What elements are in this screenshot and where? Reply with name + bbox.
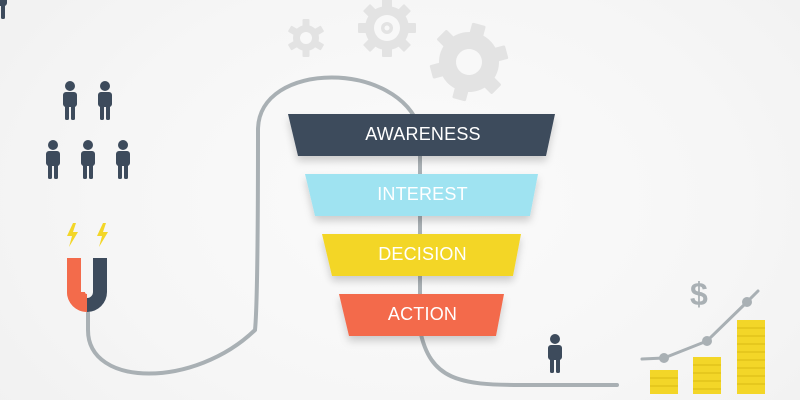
audience-group-icon (0, 0, 130, 179)
gear-icon-large (429, 22, 509, 102)
magnet-icon (67, 258, 107, 312)
funnel-band-action (339, 294, 504, 336)
customer-icon (548, 334, 562, 373)
person-icon (0, 0, 7, 19)
stage-label-decision: DECISION (378, 244, 467, 264)
stage-label-awareness: AWARENESS (365, 124, 481, 144)
funnel (288, 114, 555, 336)
gear-icon-small (288, 19, 324, 57)
lightning-bolt-icon (67, 223, 108, 247)
journey-path (86, 75, 619, 387)
revenue-chart-icon (640, 289, 765, 394)
funnel-band-decision (322, 234, 521, 276)
funnel-band-interest (305, 174, 538, 216)
funnel-band-awareness (288, 114, 555, 156)
gear-icon-medium (358, 0, 416, 57)
dollar-sign-icon: $ (690, 276, 708, 312)
stage-label-interest: INTEREST (377, 184, 468, 204)
stage-label-action: ACTION (387, 304, 458, 324)
